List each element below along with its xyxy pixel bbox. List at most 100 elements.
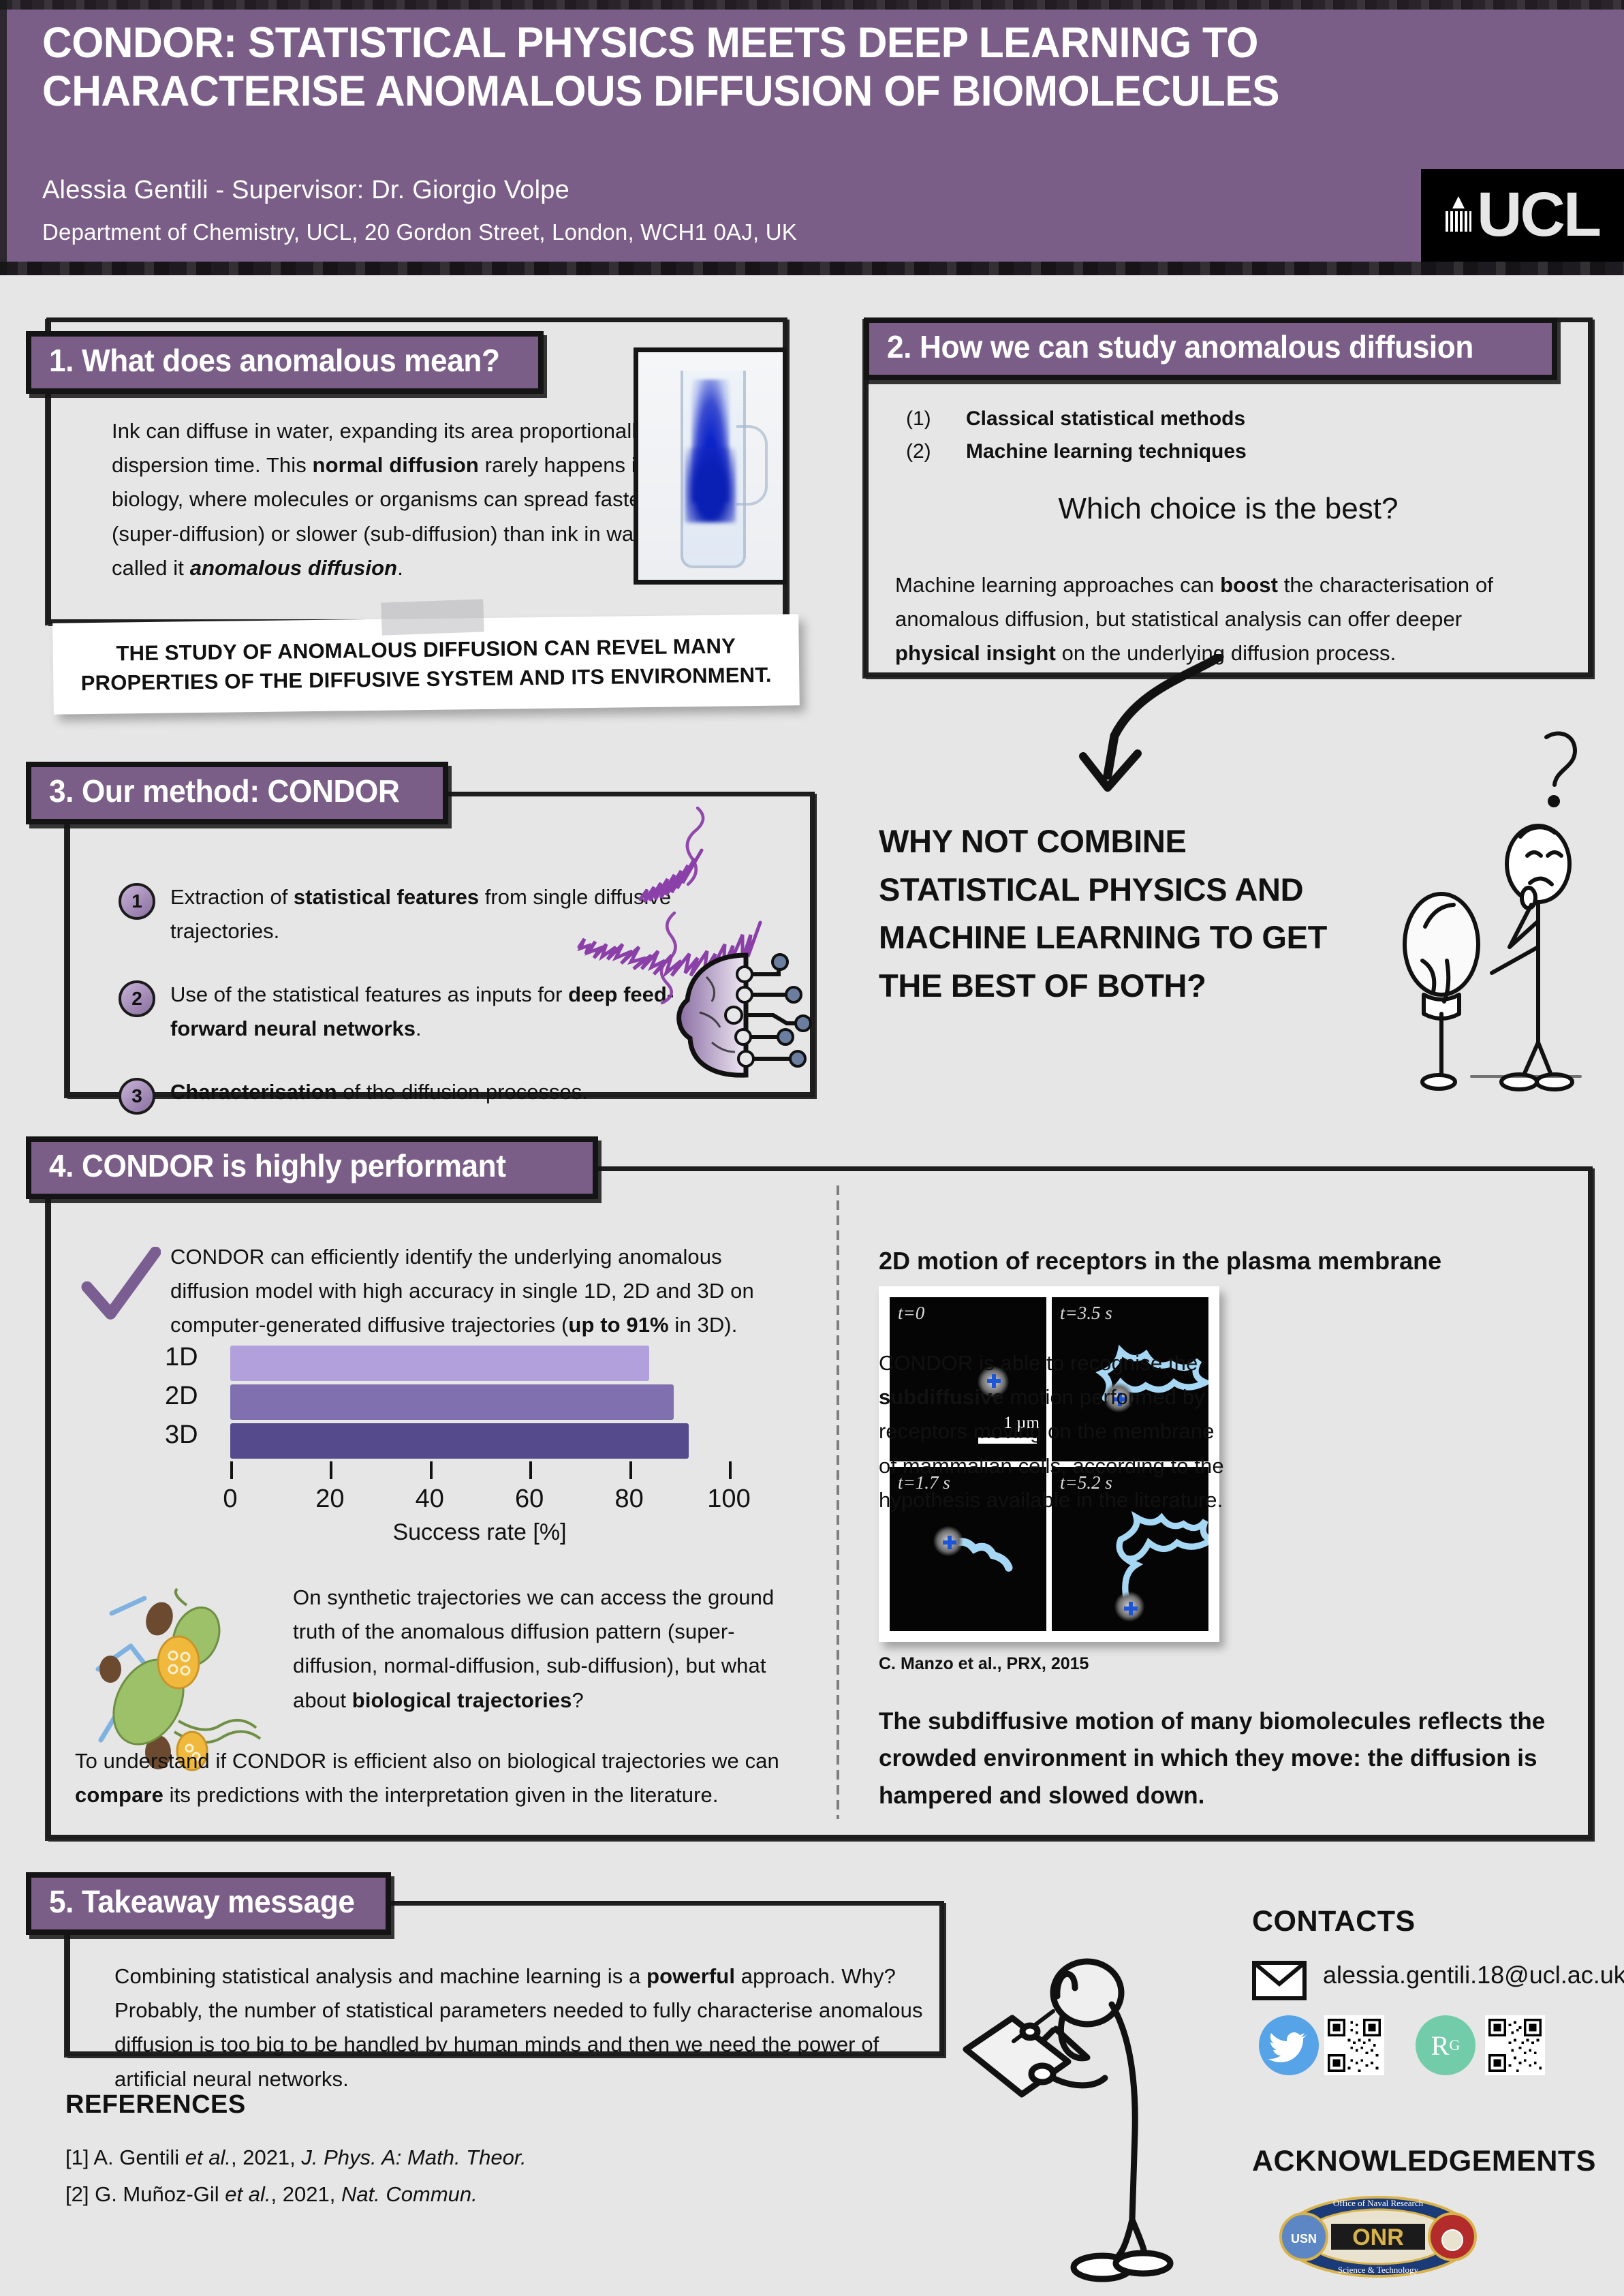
section-4-panel (46, 1166, 1593, 1840)
chart-x-tick (330, 1461, 333, 1479)
particle-marker-icon (943, 1536, 957, 1550)
chart-x-tick-label: 100 (707, 1485, 751, 1513)
section-4-right-title: 2D motion of receptors in the plasma mem… (879, 1247, 1442, 1275)
checkmark-icon (81, 1247, 161, 1320)
chart-category-label: 1D (165, 1343, 198, 1371)
researchgate-qr-code[interactable] (1485, 2015, 1545, 2075)
neural-network-brain-icon (676, 952, 812, 1078)
tape-strip (381, 599, 484, 636)
contacts-title: CONTACTS (1252, 1905, 1416, 1938)
svg-text:Office of Naval Research: Office of Naval Research (1333, 2198, 1424, 2208)
chart-category-label: 3D (165, 1421, 198, 1449)
ucl-logo: UCL (1421, 169, 1624, 262)
person-writing-on-clipboard-icon (963, 1958, 1174, 2282)
list-item-number: (1) (906, 407, 931, 430)
chart-x-tick (729, 1461, 732, 1479)
chart-bar-3d (230, 1423, 689, 1459)
chart-bars: 1D 2D 3D (165, 1343, 729, 1462)
list-item-label: Classical statistical methods (966, 407, 1246, 430)
section-4-frame (46, 1166, 1593, 1840)
chart-x-tick-label: 0 (223, 1485, 238, 1513)
section-3-heading-text: 3. Our method: CONDOR (49, 773, 400, 809)
author-line: Alessia Gentili - Supervisor: Dr. Giorgi… (42, 176, 569, 204)
micrograph-frame-3: t=1.7 s (890, 1467, 1046, 1631)
step-text: Extraction of statistical features from … (170, 885, 672, 943)
reference-item: [1] A. Gentili et al., 2021, J. Phys. A:… (65, 2145, 527, 2169)
ink-plume-lower (685, 448, 736, 523)
section-1-heading: 1. What does anomalous mean? (26, 331, 544, 394)
affiliation-line: Department of Chemistry, UCL, 20 Gordon … (42, 219, 797, 245)
chart-x-tick (429, 1461, 433, 1479)
chart-x-tick-label: 40 (415, 1485, 444, 1513)
list-item-label: Machine learning techniques (966, 440, 1247, 463)
list-item: 1 Extraction of statistical features fro… (119, 880, 677, 948)
micrograph-frame-label: t=5.2 s (1060, 1472, 1112, 1493)
why-not-combine-statement: WHY NOT COMBINE STATISTICAL PHYSICS AND … (879, 823, 1328, 1004)
section-1-callout-text: THE STUDY OF ANOMALOUS DIFFUSION CAN REV… (80, 634, 772, 696)
section-4-bold-statement: The subdiffusive motion of many biomolec… (879, 1708, 1546, 1809)
micrograph-frame-4: t=5.2 s (1052, 1467, 1208, 1631)
acknowledgements-title: ACKNOWLEDGEMENTS (1252, 2145, 1596, 2177)
section-1-heading-text: 1. What does anomalous mean? (49, 343, 500, 378)
researchgate-superscript: G (1449, 2036, 1461, 2053)
chart-x-tick (629, 1461, 632, 1479)
references-title: REFERENCES (65, 2090, 246, 2119)
micrograph-frame-1: t=0 1 µm (890, 1297, 1046, 1461)
section-5-frame (65, 1901, 944, 2056)
section-5-panel: Combining statistical analysis and machi… (65, 1901, 944, 2091)
svg-text:USN: USN (1291, 2232, 1317, 2246)
section-2-heading-text: 2. How we can study anomalous diffusion (887, 329, 1473, 364)
scale-bar-label: 1 µm (1003, 1414, 1040, 1432)
step-text: Use of the statistical features as input… (170, 982, 674, 1040)
section-4-paragraph-2: On synthetic trajectories we can access … (293, 1585, 775, 1712)
section-5-paragraph: Combining statistical analysis and machi… (114, 1964, 923, 2091)
list-item: (1) Classical statistical methods (906, 407, 1519, 431)
particle-marker-icon (1112, 1392, 1127, 1406)
contact-email[interactable]: alessia.gentili.18@ucl.ac.uk (1323, 1961, 1624, 1989)
chart-x-axis-label: Success rate [%] (392, 1519, 567, 1545)
section-4-paragraph-1: CONDOR can efficiently identify the unde… (170, 1245, 754, 1337)
envelope-icon (1252, 1961, 1307, 2000)
list-item: 2 Use of the statistical features as inp… (119, 978, 677, 1045)
section-4-right-paragraph: CONDOR is able to recognise the subdiffu… (879, 1351, 1224, 1512)
section-2-paragraph: Machine learning approaches can boost th… (895, 573, 1494, 666)
section-4-heading: 4. CONDOR is highly performant (26, 1136, 598, 1199)
section-2-question: Which choice is the best? (1058, 492, 1399, 525)
page-title: CONDOR: STATISTICAL PHYSICS MEETS DEEP L… (42, 19, 1279, 115)
chart-bar-row: 3D (165, 1421, 729, 1459)
poster-header: CONDOR: STATISTICAL PHYSICS MEETS DEEP L… (0, 0, 1624, 275)
chart-x-tick-label: 20 (315, 1485, 345, 1513)
office-of-naval-research-logo: ONR USN Office of Naval Research Science… (1279, 2196, 1477, 2278)
list-item-number: (2) (906, 440, 931, 463)
particle-marker-icon (986, 1374, 1001, 1389)
section-4-heading-text: 4. CONDOR is highly performant (49, 1148, 506, 1183)
step-text: Characterisation of the diffusion proces… (170, 1080, 588, 1104)
chart-bar-1d (230, 1346, 649, 1381)
twitter-qr-code[interactable] (1324, 2015, 1384, 2075)
scale-bar (978, 1438, 1037, 1444)
ink-diffusion-photo (634, 347, 787, 585)
chart-x-tick-label: 80 (614, 1485, 644, 1513)
header-top-edge (0, 0, 1624, 10)
section-1-panel: Ink can diffuse in water, expanding its … (46, 317, 787, 624)
chart-bar-row: 1D (165, 1343, 729, 1381)
header-bottom-edge (0, 262, 1624, 275)
chart-bar-2d (230, 1384, 674, 1420)
chart-x-tick (529, 1461, 533, 1479)
thinking-person-with-lightbulb-icon (1403, 731, 1582, 1091)
curved-arrow-icon (1079, 654, 1224, 792)
step-number: 1 (119, 883, 155, 920)
twitter-icon[interactable] (1259, 2015, 1319, 2075)
section-4-paragraph-3: To understand if CONDOR is efficient als… (75, 1749, 779, 1808)
reference-item: [2] G. Muñoz-Gil et al., 2021, Nat. Comm… (65, 2182, 478, 2207)
section-1-paragraph: Ink can diffuse in water, expanding its … (112, 419, 706, 580)
micrograph-frame-label: t=1.7 s (898, 1472, 950, 1493)
section-3-panel: 1 Extraction of statistical features fro… (65, 792, 815, 1115)
section-5-heading-text: 5. Takeaway message (49, 1884, 355, 1919)
list-item: (2) Machine learning techniques (906, 440, 1519, 463)
microorganisms-illustration (95, 1587, 262, 1771)
svg-text:Science & Technology: Science & Technology (1338, 2265, 1418, 2275)
micrograph-frame-label: t=0 (898, 1303, 925, 1323)
